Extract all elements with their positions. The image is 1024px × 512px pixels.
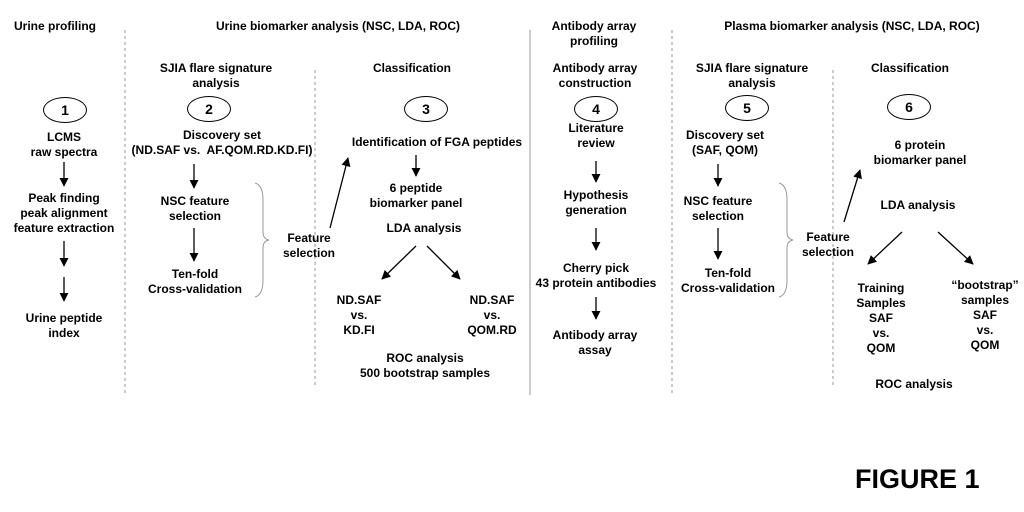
feature-selection-urine: Feature selection: [282, 231, 336, 260]
step-badge-4: 4: [574, 96, 618, 122]
discovery-set-urine: Discovery set (ND.SAF vs. AF.QOM.RD.KD.F…: [131, 128, 313, 157]
step-badge-6: 6: [887, 94, 931, 120]
subheader-sjia-urine: SJIA flare signature analysis: [159, 61, 273, 90]
literature-review: Literature review: [568, 121, 624, 150]
arrow: [329, 157, 351, 229]
step-badge-5: 5: [725, 95, 769, 121]
compare-qomrd: ND.SAF vs. QOM.RD: [467, 293, 517, 337]
peptide-panel: 6 peptide biomarker panel: [369, 181, 463, 210]
nsc-feature-selection-plasma: NSC feature selection: [683, 194, 753, 223]
discovery-set-plasma: Discovery set (SAF, QOM): [685, 128, 765, 157]
header-urine-biomarker: Urine biomarker analysis (NSC, LDA, ROC): [215, 19, 461, 33]
hypothesis-generation: Hypothesis generation: [563, 188, 629, 217]
compare-kdfi: ND.SAF vs. KD.FI: [336, 293, 382, 337]
subheader-sjia-plasma: SJIA flare signature analysis: [695, 61, 809, 90]
roc-analysis-plasma: ROC analysis: [875, 377, 953, 391]
arrow: [381, 245, 417, 280]
tenfold-cv-plasma: Ten-fold Cross-validation: [680, 266, 776, 295]
lda-analysis-urine: LDA analysis: [386, 221, 462, 235]
subheader-classification-urine: Classification: [372, 61, 452, 75]
step-badge-2: 2: [187, 96, 231, 122]
arrow: [843, 169, 862, 223]
step-badge-1: 1: [43, 97, 87, 123]
bracket: [254, 182, 270, 298]
nsc-feature-selection-urine: NSC feature selection: [160, 194, 230, 223]
arrow: [937, 231, 974, 265]
peak-finding-step: Peak finding peak alignment feature extr…: [13, 191, 115, 235]
feature-selection-plasma: Feature selection: [801, 230, 855, 259]
arrow: [867, 231, 903, 265]
roc-analysis-urine: ROC analysis 500 bootstrap samples: [359, 351, 491, 380]
subheader-classification-plasma: Classification: [870, 61, 950, 75]
training-samples: Training Samples SAF vs. QOM: [856, 281, 906, 355]
antibody-array-assay: Antibody array assay: [552, 328, 638, 357]
identification-fga: Identification of FGA peptides: [351, 135, 523, 149]
subheader-antibody-construction: Antibody array construction: [552, 61, 638, 90]
figure-label: FIGURE 1: [855, 464, 980, 494]
header-urine-profiling: Urine profiling: [14, 19, 96, 33]
cherry-pick-antibodies: Cherry pick 43 protein antibodies: [535, 261, 657, 290]
header-antibody-array: Antibody array profiling: [551, 19, 637, 48]
lcms-raw-spectra: LCMS raw spectra: [30, 130, 98, 159]
lda-analysis-plasma: LDA analysis: [880, 198, 956, 212]
bracket: [778, 182, 794, 298]
header-plasma-biomarker: Plasma biomarker analysis (NSC, LDA, ROC…: [724, 19, 980, 33]
bootstrap-samples: “bootstrap” samples SAF vs. QOM: [951, 278, 1019, 352]
urine-peptide-index: Urine peptide index: [25, 311, 103, 340]
tenfold-cv-urine: Ten-fold Cross-validation: [147, 267, 243, 296]
arrow: [426, 245, 461, 280]
step-badge-3: 3: [404, 96, 448, 122]
protein-panel: 6 protein biomarker panel: [873, 138, 967, 167]
